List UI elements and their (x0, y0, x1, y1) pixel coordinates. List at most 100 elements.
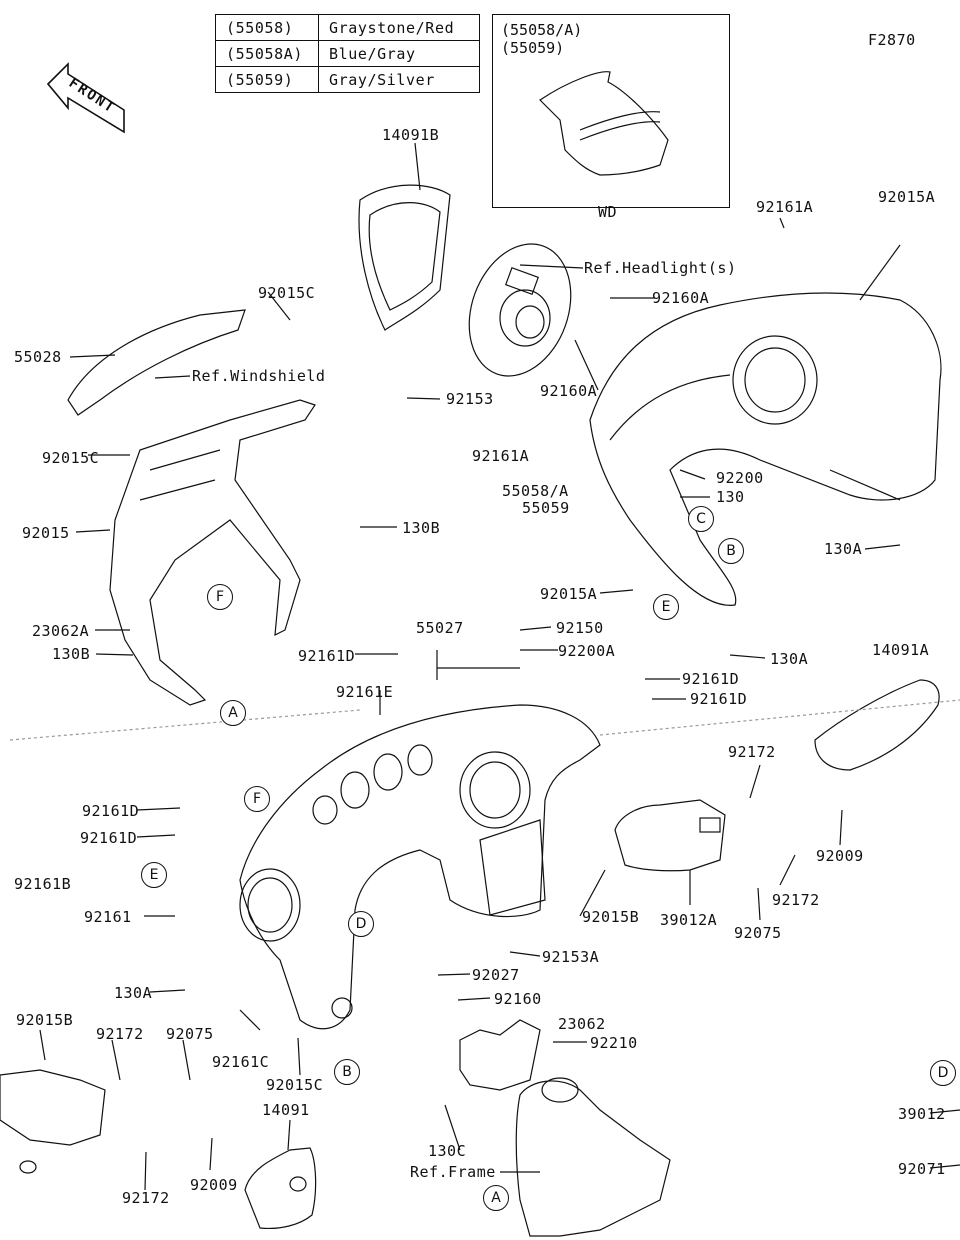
callout-e: E (653, 594, 679, 620)
color-name: Blue/Gray (318, 40, 480, 67)
part-label-92009: 92009 (190, 1176, 238, 1194)
part-label-130c: 130C (428, 1142, 467, 1160)
part-label-92150: 92150 (556, 619, 604, 637)
part-label-92015: 92015 (22, 524, 70, 542)
color-code: (55058A) (215, 40, 319, 67)
part-label-92027: 92027 (472, 966, 520, 984)
part-label-92160a: 92160A (652, 289, 710, 307)
color-code: (55058) (215, 14, 319, 41)
bracket-23062a (109, 399, 316, 706)
part-label-92015c: 92015C (42, 449, 100, 467)
part-label-55059: 55059 (522, 499, 570, 517)
part-label-55027: 55027 (416, 619, 464, 637)
wd-inset-fairing (539, 71, 669, 176)
part-label-92071: 92071 (898, 1160, 946, 1178)
part-label-92161: 92161 (84, 908, 132, 926)
part-label-14091: 14091 (262, 1101, 310, 1119)
callout-f: F (207, 584, 233, 610)
part-label-14091a: 14091A (872, 641, 930, 659)
figure-code: F2870 (868, 31, 916, 49)
part-label-92161d: 92161D (690, 690, 748, 708)
part-label-55028: 55028 (14, 348, 62, 366)
color-code: (55059) (215, 66, 319, 93)
part-label-92161a: 92161A (472, 447, 530, 465)
callout-d: D (930, 1060, 956, 1086)
part-label-92161c: 92161C (212, 1053, 270, 1071)
part-label-130a: 130A (824, 540, 863, 558)
ref-windshield-label: Ref.Windshield (192, 367, 326, 385)
part-label-130b: 130B (402, 519, 441, 537)
part-label-92160: 92160 (494, 990, 542, 1008)
part-label-92172: 92172 (772, 891, 820, 909)
color-name: Graystone/Red (318, 14, 480, 41)
wd-inset-box: (55058/A) (55059) (492, 14, 730, 208)
part-label-92015a: 92015A (878, 188, 936, 206)
headlight-bezel-14091b (358, 184, 451, 331)
part-label-14091b: 14091B (382, 126, 440, 144)
part-label-92160a: 92160A (540, 382, 598, 400)
frame (515, 1080, 671, 1237)
part-label-130: 130 (716, 488, 745, 506)
callout-b: B (334, 1059, 360, 1085)
callout-f: F (244, 786, 270, 812)
color-table: (55058) Graystone/Red (55058A) Blue/Gray… (215, 14, 480, 93)
part-label-92009: 92009 (816, 847, 864, 865)
callout-e: E (141, 862, 167, 888)
part-label-92075: 92075 (166, 1025, 214, 1043)
part-label-92210: 92210 (590, 1034, 638, 1052)
part-label-130a: 130A (770, 650, 809, 668)
wd-label: WD (598, 203, 618, 221)
callout-b: B (718, 538, 744, 564)
ref-headlight-label: Ref.Headlight(s) (584, 259, 737, 277)
inner-fairing-55028 (67, 309, 246, 416)
speaker-cover-14091a (814, 679, 940, 771)
part-label-92161d: 92161D (682, 670, 740, 688)
part-label-39012: 39012 (898, 1105, 946, 1123)
part-label-92015b: 92015B (16, 1011, 74, 1029)
outer-fairing-55058 (589, 292, 942, 606)
table-row: (55058A) Blue/Gray (215, 40, 480, 67)
inner-fairing-55027 (239, 704, 601, 1030)
part-label-130a: 130A (114, 984, 153, 1002)
part-label-130b: 130B (52, 645, 91, 663)
callout-a: A (220, 700, 246, 726)
wd-codes: (55058/A) (55059) (501, 21, 582, 57)
part-label-92161d: 92161D (298, 647, 356, 665)
part-label-92153a: 92153A (542, 948, 600, 966)
front-arrow-icon (46, 62, 125, 134)
callout-d: D (348, 911, 374, 937)
part-label-92161d: 92161D (82, 802, 140, 820)
wd-code: (55059) (501, 39, 565, 57)
speaker-cover-14091 (244, 1147, 317, 1230)
part-label-92153: 92153 (446, 390, 494, 408)
part-label-92161e: 92161E (336, 683, 394, 701)
bracket-23062 (459, 1019, 541, 1091)
part-label-55058a: 55058/A (502, 482, 569, 500)
module-39012a (614, 799, 726, 872)
part-label-92200: 92200 (716, 469, 764, 487)
part-label-39012a: 39012A (660, 911, 718, 929)
part-label-92015a: 92015A (540, 585, 598, 603)
part-label-92161a: 92161A (756, 198, 814, 216)
table-row: (55059) Gray/Silver (215, 66, 480, 93)
module-39012 (0, 1069, 106, 1146)
part-label-23062: 23062 (558, 1015, 606, 1033)
wd-code: (55058/A) (501, 21, 583, 39)
part-label-92172: 92172 (122, 1189, 170, 1207)
part-label-92161b: 92161B (14, 875, 72, 893)
part-label-92200a: 92200A (558, 642, 616, 660)
part-label-92161d: 92161D (80, 829, 138, 847)
callout-c: C (688, 506, 714, 532)
callout-a: A (483, 1185, 509, 1211)
part-label-92015c: 92015C (258, 284, 316, 302)
front-arrow: FRONT (40, 62, 130, 136)
part-label-92015c: 92015C (266, 1076, 324, 1094)
part-label-92172: 92172 (728, 743, 776, 761)
ref-frame-label: Ref.Frame (410, 1163, 496, 1181)
part-label-92172: 92172 (96, 1025, 144, 1043)
table-row: (55058) Graystone/Red (215, 14, 480, 41)
color-name: Gray/Silver (318, 66, 480, 93)
part-label-23062a: 23062A (32, 622, 90, 640)
